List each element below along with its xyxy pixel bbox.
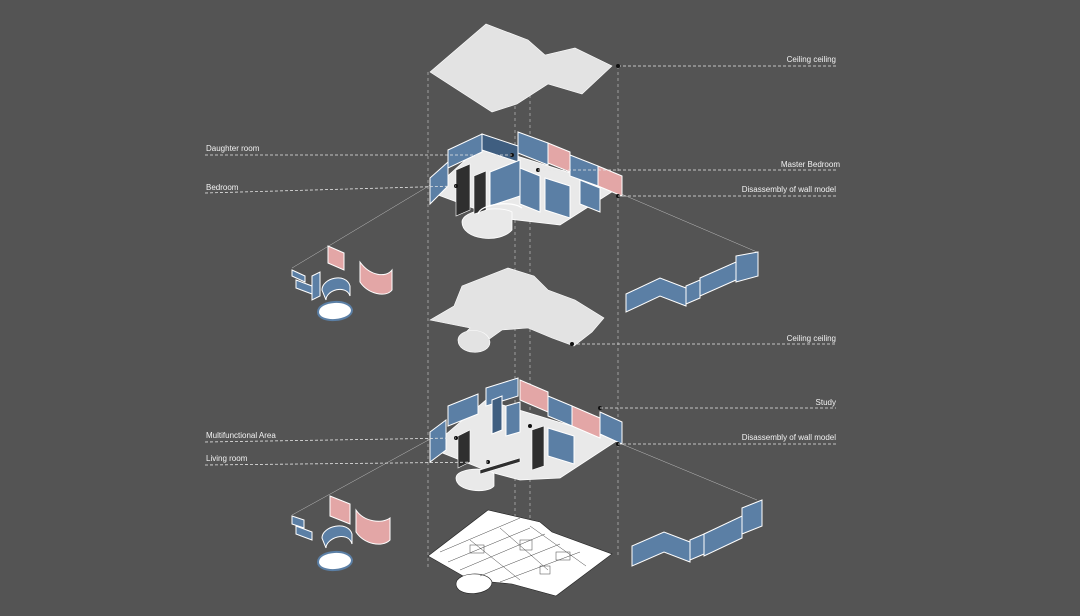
- connector-lines: [291, 183, 758, 516]
- label-multifunctional-area: Multifunctional Area: [206, 431, 276, 440]
- lower-right-wall-piece: [631, 499, 763, 567]
- upper-floor-model: [429, 131, 623, 239]
- upper-right-wall-piece: [625, 251, 759, 313]
- label-ceiling-top: Ceiling ceiling: [786, 55, 836, 64]
- leader-ceiling-lower: [570, 342, 836, 346]
- label-master-bedroom: Master Bedroom: [780, 160, 840, 169]
- leader-living-room: [204, 461, 489, 466]
- label-bedroom: Bedroom: [206, 183, 239, 192]
- label-daughter-room: Daughter room: [206, 144, 260, 153]
- label-living-room: Living room: [206, 454, 248, 463]
- upper-left-wall-pieces: [291, 245, 393, 321]
- label-wall-model-lower: Disassembly of wall model: [741, 433, 836, 442]
- middle-ceiling-slab: [429, 267, 605, 353]
- leader-bedroom: [204, 185, 457, 194]
- leader-ceiling-top: [616, 64, 836, 68]
- label-study: Study: [815, 398, 836, 407]
- lower-floor-model: [429, 377, 623, 492]
- top-ceiling-slab: [429, 23, 613, 113]
- label-wall-model-upper: Disassembly of wall model: [741, 185, 836, 194]
- lower-left-wall-pieces: [291, 495, 391, 571]
- label-ceiling-lower: Ceiling ceiling: [786, 334, 836, 343]
- ground-floor-plan: [427, 509, 613, 597]
- leader-multifunctional-area: [204, 437, 457, 443]
